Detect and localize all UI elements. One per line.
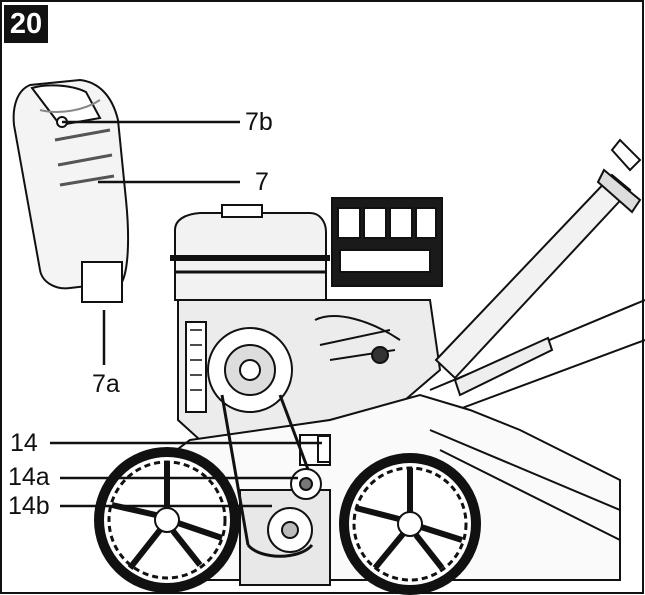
handle [429,138,645,421]
cover-part [12,78,130,303]
callout-14: 14 [10,429,38,457]
rear-wheel [94,447,240,593]
callout-7: 7 [255,168,269,196]
callout-14b: 14b [8,492,50,520]
engine [170,197,443,442]
callout-7b: 7b [245,108,273,136]
callout-14a: 14a [8,463,50,491]
drive-belt [220,394,314,558]
front-wheel [339,453,481,595]
callout-7a: 7a [92,370,120,398]
bracket-14 [317,435,331,463]
tensioner-pulley [290,468,322,500]
figure-number-badge: 20 [4,5,48,43]
